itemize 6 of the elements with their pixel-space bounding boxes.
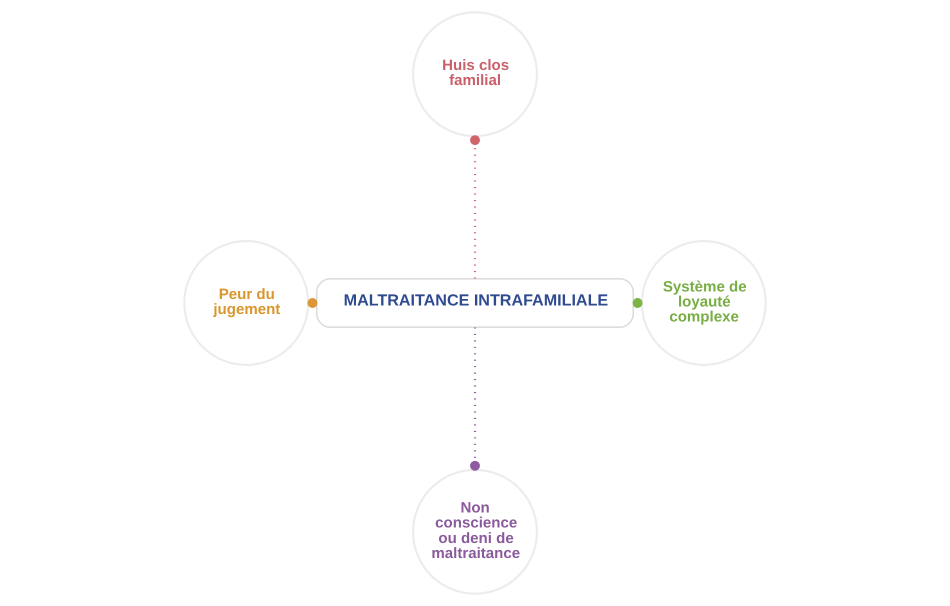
- node-circle: Non conscience ou deni de maltraitance: [412, 468, 538, 595]
- connector: [470, 327, 480, 471]
- node-circle: Système de loyauté complexe: [640, 240, 767, 366]
- connector: [470, 135, 480, 279]
- node-circle: Peur du jugement: [183, 240, 310, 366]
- node-circle: Huis clos familial: [412, 11, 538, 138]
